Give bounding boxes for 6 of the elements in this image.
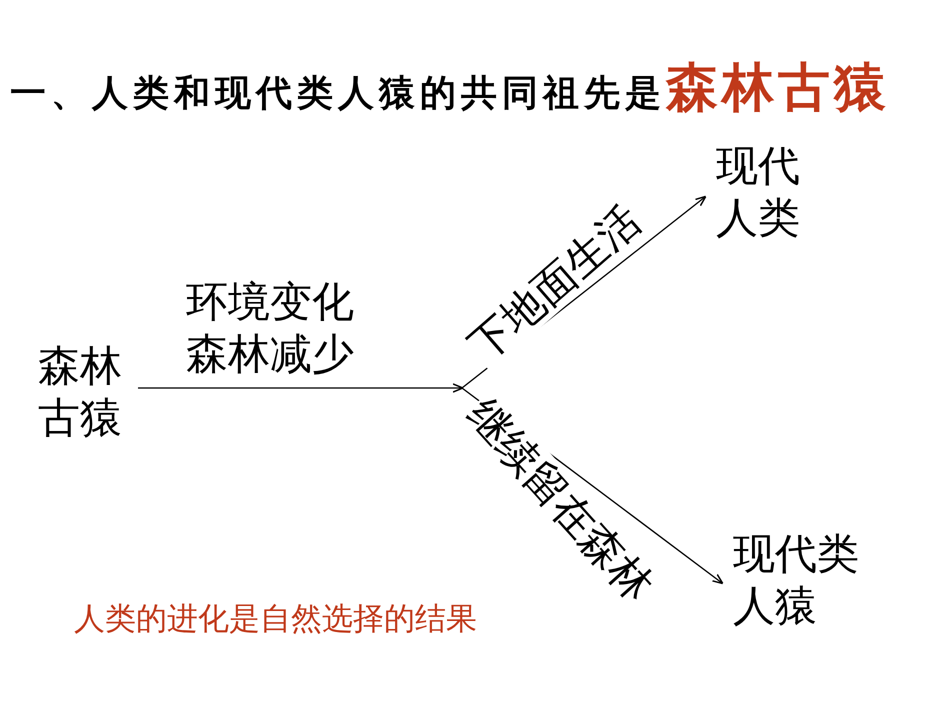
node-text: 森林古猿 <box>38 340 134 444</box>
arrow <box>138 383 464 393</box>
change-note: 环境变化森林减少 <box>186 276 355 380</box>
node-text: 现代类人猿 <box>733 528 883 632</box>
slide-title: 一、人类和现代类人猿的共同祖先是森林古猿 <box>10 58 891 120</box>
node-text: 现代人类 <box>716 140 816 244</box>
